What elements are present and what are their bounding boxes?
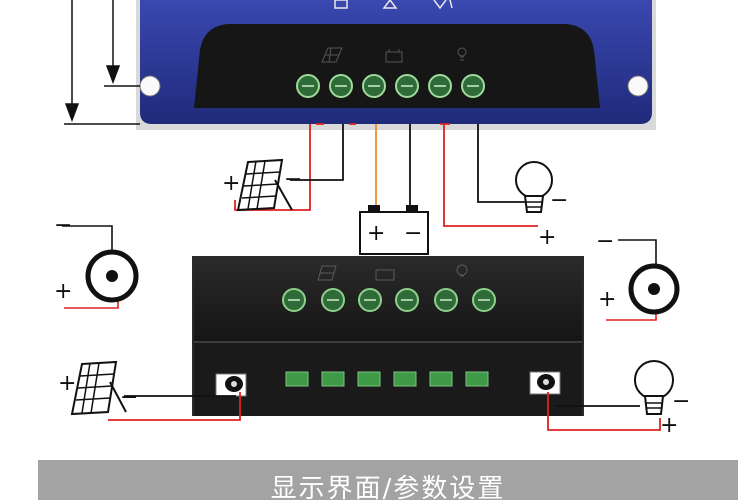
light-bulb-icon bbox=[515, 161, 553, 213]
wire-slots bbox=[285, 371, 489, 387]
solar-minus-sign: − bbox=[284, 167, 302, 192]
right-socket-plus-sign: + bbox=[598, 287, 616, 312]
load-minus-sign: − bbox=[550, 188, 568, 213]
right-socket-minus-sign: − bbox=[596, 229, 614, 254]
solar-panel-icon bbox=[236, 158, 293, 212]
section-banner: 显示界面/参数设置 bbox=[38, 460, 738, 500]
load-negative-wire bbox=[477, 124, 530, 203]
section-banner-text: 显示界面/参数设置 bbox=[270, 474, 506, 500]
battery-minus-sign: − bbox=[404, 221, 422, 246]
light-bulb-icon bbox=[634, 360, 674, 415]
solar-panel-icon bbox=[317, 265, 337, 281]
battery-plus-sign: + bbox=[367, 221, 385, 246]
load-plus-sign: + bbox=[538, 225, 556, 250]
bottom-load-minus-sign: − bbox=[672, 389, 690, 414]
bottom-wiring bbox=[108, 392, 661, 431]
left-socket-plus-sign: + bbox=[54, 279, 72, 304]
light-bulb-icon bbox=[456, 264, 468, 277]
bottom-solar-plus-sign: + bbox=[58, 371, 76, 396]
controller-status-icons bbox=[334, 0, 453, 10]
mount-hole-right bbox=[627, 75, 649, 97]
top-controller bbox=[136, 0, 656, 130]
top-wiring bbox=[234, 123, 538, 227]
dimension-arrows bbox=[64, 0, 140, 125]
solar-panel-icon bbox=[70, 360, 127, 416]
bottom-solar-minus-sign: − bbox=[120, 385, 138, 410]
battery-icon bbox=[375, 269, 395, 281]
mount-hole-left bbox=[139, 75, 161, 97]
right-socket bbox=[606, 239, 680, 321]
light-bulb-icon bbox=[457, 47, 467, 61]
solar-plus-sign: + bbox=[222, 171, 240, 196]
solar-panel-icon bbox=[321, 47, 343, 63]
bottom-load-plus-sign: + bbox=[660, 413, 678, 438]
left-socket-minus-sign: − bbox=[54, 213, 72, 238]
left-socket bbox=[62, 225, 139, 309]
load-positive-wire bbox=[443, 124, 538, 227]
solar-negative-wire bbox=[290, 124, 344, 181]
bottom-controller bbox=[192, 256, 584, 416]
solar-positive-wire bbox=[234, 124, 311, 211]
battery-icon bbox=[385, 49, 403, 63]
battery-icon bbox=[359, 205, 429, 255]
